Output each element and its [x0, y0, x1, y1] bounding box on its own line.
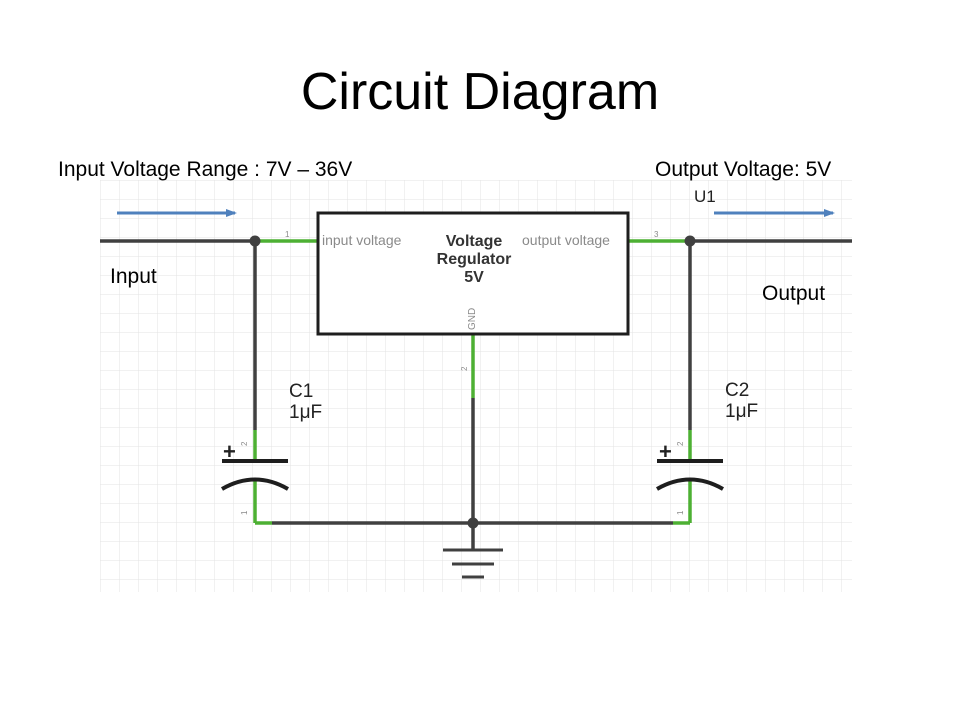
input-voltage-range-label: Input Voltage Range : 7V – 36V [58, 158, 353, 181]
c1-curved-plate [221, 477, 289, 491]
c2-pin-bottom-number: 1 [676, 510, 685, 515]
output-label: Output [762, 282, 826, 305]
c1-pin-bottom-number: 1 [240, 510, 249, 515]
regulator-output-pin-number: 3 [654, 230, 659, 239]
junction-dot-ground [467, 517, 479, 529]
regulator-output-pin-label: output voltage [522, 232, 610, 248]
c2-polarity-mark: + [659, 439, 672, 464]
regulator-input-pin-label: input voltage [322, 232, 402, 248]
voltage-regulator: input voltage output voltage Voltage Reg… [316, 211, 630, 336]
capacitor-c1: + 2 1 [221, 439, 289, 515]
regulator-body [316, 211, 630, 336]
regulator-reference: U1 [694, 187, 716, 206]
regulator-name-line-3: 5V [464, 269, 484, 286]
c1-reference: C1 [289, 381, 313, 402]
capacitor-c2: + 2 1 [656, 439, 724, 515]
output-voltage-label: Output Voltage: 5V [655, 158, 832, 181]
input-label: Input [110, 265, 157, 288]
regulator-gnd-pin-label: GND [467, 308, 478, 330]
c2-value: 1μF [725, 401, 758, 422]
regulator-input-pin-number: 1 [285, 230, 290, 239]
regulator-name-line-2: Regulator [437, 251, 512, 268]
junction-dot-input [249, 235, 261, 247]
slide-title: Circuit Diagram [300, 63, 660, 121]
c2-curved-plate [656, 477, 724, 491]
junction-dot-output [684, 235, 696, 247]
ground-icon [443, 548, 503, 579]
c1-polarity-mark: + [223, 439, 236, 464]
c1-pin-top-number: 2 [240, 441, 249, 446]
c1-value: 1μF [289, 402, 322, 423]
c2-reference: C2 [725, 380, 749, 401]
c2-pin-top-number: 2 [676, 441, 685, 446]
regulator-name-line-1: Voltage [446, 233, 503, 250]
regulator-gnd-pin-number: 2 [460, 366, 469, 371]
